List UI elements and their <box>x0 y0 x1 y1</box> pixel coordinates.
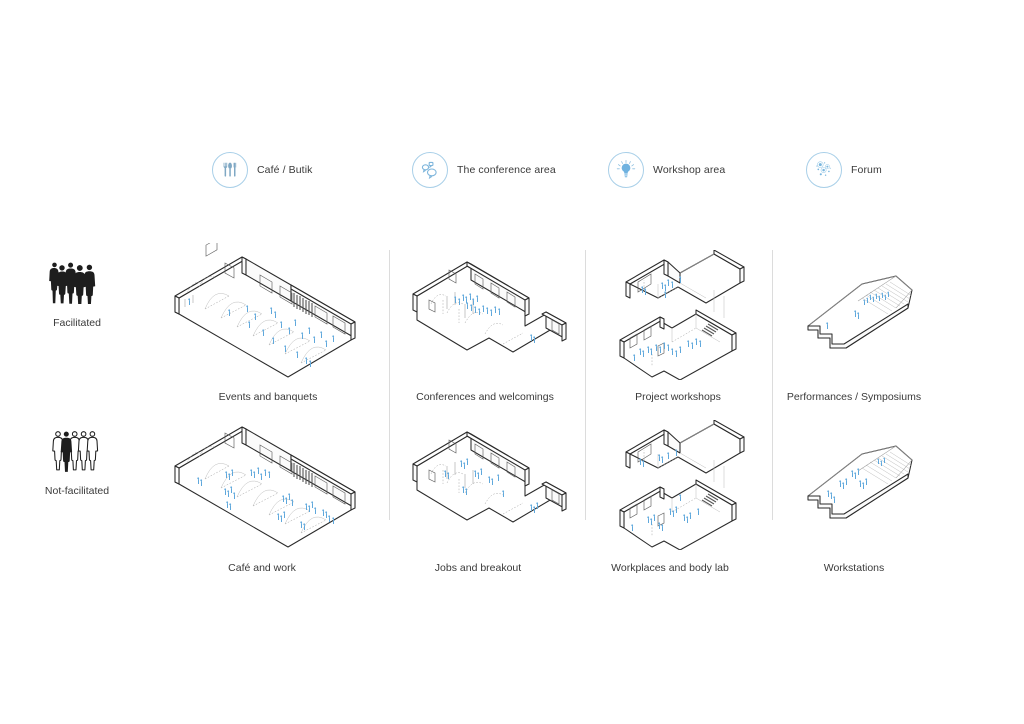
people-group-outline-icon <box>12 420 142 472</box>
drawing-performances-symposiums[interactable] <box>800 268 920 363</box>
drawing-jobs-and-breakout[interactable] <box>403 418 568 543</box>
row-label-text: Facilitated <box>53 317 101 329</box>
speech-bubbles-icon <box>412 152 448 188</box>
caption-cafe-and-work: Café and work <box>228 562 296 574</box>
caption-project-workshops: Project workshops <box>635 391 721 403</box>
cutlery-icon <box>212 152 248 188</box>
caption-conferences-and-welcomings: Conferences and welcomings <box>416 391 554 403</box>
category-cafe[interactable]: Café / Butik <box>212 152 312 188</box>
drawing-conferences-and-welcomings[interactable] <box>403 248 568 373</box>
category-forum[interactable]: Forum <box>806 152 882 188</box>
category-workshop[interactable]: Workshop area <box>608 152 725 188</box>
drawing-project-workshops[interactable] <box>618 250 748 380</box>
row-label-not-facilitated: Not-facilitated <box>12 420 142 497</box>
category-label: Workshop area <box>653 164 726 176</box>
caption-workstations: Workstations <box>823 562 885 574</box>
drawing-workstations[interactable] <box>800 438 920 533</box>
category-label: Forum <box>851 164 882 176</box>
category-label: The conference area <box>457 164 556 176</box>
column-divider-1 <box>389 250 390 520</box>
column-divider-3 <box>772 250 773 520</box>
lightbulb-icon <box>608 152 644 188</box>
dots-scatter-icon <box>806 152 842 188</box>
row-label-facilitated: Facilitated <box>12 252 142 329</box>
drawing-cafe-and-work[interactable] <box>163 413 368 548</box>
caption-performances-symposiums: Performances / Symposiums <box>786 391 922 403</box>
drawing-events-and-banquets[interactable] <box>163 243 368 378</box>
category-conference[interactable]: The conference area <box>412 152 556 188</box>
caption-jobs-and-breakout: Jobs and breakout <box>434 562 522 574</box>
column-divider-2 <box>585 250 586 520</box>
caption-events-and-banquets: Events and banquets <box>218 391 318 403</box>
people-group-filled-icon <box>12 252 142 304</box>
row-label-text: Not-facilitated <box>44 485 110 497</box>
drawing-workplaces-and-body-lab[interactable] <box>618 420 748 550</box>
category-label: Café / Butik <box>257 164 313 176</box>
caption-workplaces-and-body-lab: Workplaces and body lab <box>611 562 729 574</box>
